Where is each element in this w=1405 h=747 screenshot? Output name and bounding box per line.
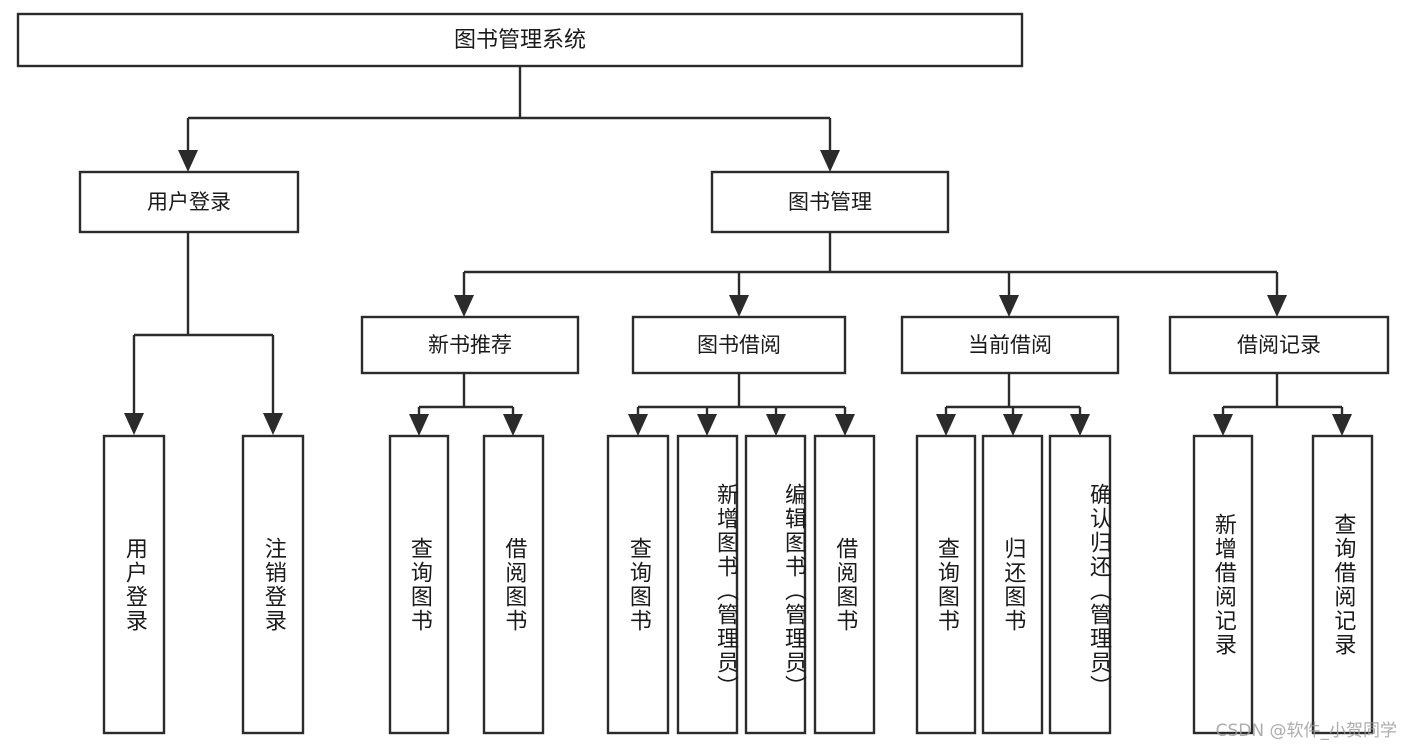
node-box-leaf-add-book[interactable]	[676, 434, 739, 735]
arrowhead-book-management	[820, 150, 840, 172]
node-label-root: 图书管理系统	[454, 28, 586, 53]
connector-group-book-management	[454, 232, 1287, 317]
arrowhead-leaf-query-book-1	[409, 414, 429, 436]
node-label-new-book-recommend: 新书推荐	[428, 333, 512, 357]
node-box-borrow-record[interactable]	[1168, 315, 1390, 375]
csdn-watermark: CSDN @软件_小贺同学	[1215, 721, 1397, 741]
node-box-book-management[interactable]	[710, 170, 950, 234]
node-box-book-borrow[interactable]	[631, 315, 847, 375]
arrowhead-user-login	[178, 150, 198, 172]
arrowhead-book-borrow	[729, 295, 749, 317]
arrowhead-new-book-recommend	[454, 295, 474, 317]
arrowhead-leaf-edit-book	[766, 414, 786, 436]
connector-group-borrow-record	[1213, 373, 1352, 436]
node-box-root[interactable]	[16, 12, 1024, 68]
arrowhead-borrow-record	[1267, 295, 1287, 317]
node-label-borrow-record: 借阅记录	[1237, 333, 1321, 357]
arrowhead-leaf-user-logout	[263, 413, 283, 435]
node-box-new-book-recommend[interactable]	[360, 315, 580, 375]
node-label-current-borrow: 当前借阅	[968, 333, 1052, 357]
node-box-current-borrow[interactable]	[900, 315, 1120, 375]
node-box-leaf-user-login[interactable]	[102, 434, 166, 735]
connector-group-user-login	[124, 232, 283, 435]
arrowhead-leaf-borrow-book-2	[835, 414, 855, 436]
connector-group-root	[178, 66, 840, 172]
arrowhead-leaf-add-book	[697, 414, 717, 436]
node-label-user-login: 用户登录	[147, 190, 231, 214]
connector-group-current-borrow	[936, 373, 1090, 436]
node-box-leaf-confirm-return[interactable]	[1048, 434, 1112, 735]
node-box-leaf-borrow-book-2[interactable]	[813, 434, 876, 735]
node-box-leaf-add-record[interactable]	[1192, 434, 1254, 735]
node-label-book-management: 图书管理	[788, 190, 872, 214]
node-box-leaf-query-book-3[interactable]	[915, 434, 977, 735]
arrowhead-leaf-borrow-book-1	[503, 414, 523, 436]
connector-group-new-book-recommend	[409, 373, 523, 436]
node-box-user-login[interactable]	[78, 170, 300, 234]
arrowhead-leaf-query-record	[1332, 414, 1352, 436]
arrowhead-current-borrow	[999, 295, 1019, 317]
node-box-leaf-user-logout[interactable]	[241, 434, 305, 735]
connector-group-book-borrow	[628, 373, 855, 436]
node-box-leaf-edit-book[interactable]	[744, 434, 807, 735]
node-box-leaf-query-book-2[interactable]	[606, 434, 670, 735]
arrowhead-leaf-query-book-3	[936, 414, 956, 436]
arrowhead-leaf-query-book-2	[628, 414, 648, 436]
arrowhead-leaf-user-login	[124, 413, 144, 435]
arrowhead-leaf-add-record	[1213, 414, 1233, 436]
node-box-leaf-query-book-1[interactable]	[388, 434, 450, 735]
arrowhead-leaf-confirm-return	[1070, 414, 1090, 436]
node-box-leaf-return-book[interactable]	[981, 434, 1044, 735]
node-box-leaf-query-record[interactable]	[1311, 434, 1374, 735]
node-box-leaf-borrow-book-1[interactable]	[482, 434, 545, 735]
arrowhead-leaf-return-book	[1003, 414, 1023, 436]
node-label-book-borrow: 图书借阅	[697, 333, 781, 357]
